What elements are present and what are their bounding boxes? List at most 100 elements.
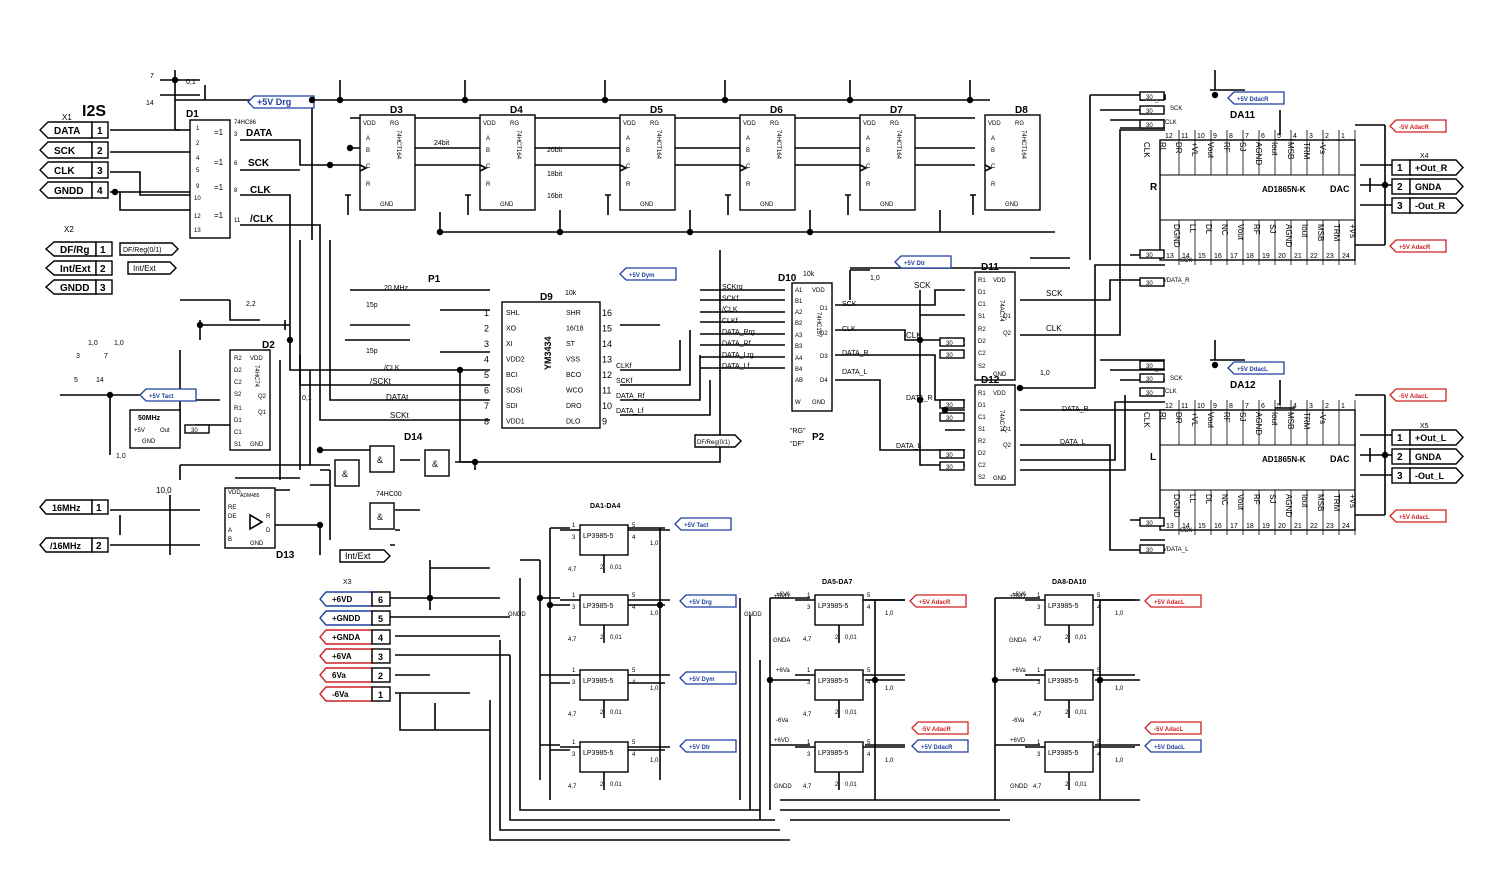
d4-taps: 24bit 20bit 18bit 16bit <box>434 140 562 200</box>
svg-text:B: B <box>746 148 750 154</box>
svg-text:23: 23 <box>1326 523 1334 530</box>
svg-text:D1: D1 <box>978 403 986 409</box>
svg-text:+6VA: +6VA <box>332 652 352 661</box>
svg-text:2: 2 <box>600 635 604 641</box>
resistor: 30 <box>1139 249 1165 259</box>
svg-text:RG: RG <box>390 121 399 127</box>
svg-text:C: C <box>866 164 871 170</box>
svg-text:1: 1 <box>1341 403 1345 410</box>
svg-text:4: 4 <box>1293 403 1297 410</box>
svg-text:VDD: VDD <box>228 490 241 496</box>
rail-tag-ddacl: +5V DdacL <box>1144 739 1202 753</box>
svg-text:5: 5 <box>867 668 871 674</box>
rail-tag-dym: +5V Dym <box>619 267 677 281</box>
svg-text:4,7: 4,7 <box>568 567 577 573</box>
svg-text:GNDD: GNDD <box>60 283 89 294</box>
d9-pin: VSS <box>566 357 580 364</box>
svg-text:3: 3 <box>234 132 238 138</box>
resistor: 30 <box>1139 119 1165 129</box>
x5-pin: 1+Out_L <box>1391 429 1464 446</box>
x1-ref: X1 <box>62 113 72 122</box>
svg-text:2: 2 <box>1325 403 1329 410</box>
svg-text:1: 1 <box>572 523 576 529</box>
svg-text:+5V Drg: +5V Drg <box>689 600 712 606</box>
svg-text:D1: D1 <box>978 290 986 296</box>
svg-text:+5V Dym: +5V Dym <box>689 677 715 683</box>
svg-text:YM3434: YM3434 <box>543 336 553 370</box>
svg-text:D6: D6 <box>770 105 783 116</box>
svg-text:SCKt: SCKt <box>390 411 409 420</box>
svg-text:C1: C1 <box>978 415 986 421</box>
svg-text:1: 1 <box>807 668 811 674</box>
svg-text:DF/Rg: DF/Rg <box>60 245 89 256</box>
svg-text:2: 2 <box>1397 182 1403 193</box>
svg-text:Q2: Q2 <box>258 394 267 400</box>
clk-pin: 16MHz 1 <box>39 499 109 515</box>
svg-text:P2: P2 <box>812 432 825 443</box>
d9-pin: WCO <box>566 388 584 395</box>
svg-text:74AC74: 74AC74 <box>998 300 1004 322</box>
d9-pin: 16/18 <box>566 326 584 333</box>
svg-text:+5V Dym: +5V Dym <box>629 273 655 279</box>
svg-text:SCK: SCK <box>1180 258 1192 264</box>
svg-text:R1: R1 <box>978 278 986 284</box>
svg-text:13: 13 <box>194 228 201 234</box>
svg-text:2: 2 <box>96 541 102 552</box>
svg-text:SCK: SCK <box>54 146 76 157</box>
d9-signal: SCKf <box>616 378 632 385</box>
svg-text:23: 23 <box>1326 253 1334 260</box>
svg-text:B2: B2 <box>795 321 803 327</box>
svg-text:MSB: MSB <box>1286 142 1295 159</box>
svg-text:DGND: DGND <box>1172 494 1181 518</box>
svg-text:P1: P1 <box>428 274 441 285</box>
svg-text:LP3985-5: LP3985-5 <box>583 750 613 757</box>
svg-text:-5V AdacL: -5V AdacL <box>1154 727 1183 733</box>
svg-text:5: 5 <box>632 593 636 599</box>
svg-text:22: 22 <box>1310 523 1318 530</box>
d9-pin: XI <box>506 341 513 348</box>
svg-text:1,0: 1,0 <box>885 686 894 692</box>
svg-text:1,0: 1,0 <box>114 340 124 347</box>
d9-pin: VDD2 <box>506 357 525 364</box>
svg-text:CLK: CLK <box>1165 120 1177 126</box>
svg-text:+Out_R: +Out_R <box>1415 163 1448 173</box>
svg-text:24: 24 <box>1342 253 1350 260</box>
d9-pin: SDSI <box>506 388 522 395</box>
svg-text:AB: AB <box>795 378 803 384</box>
svg-text:30: 30 <box>1146 253 1153 259</box>
svg-text:+5V DdacL: +5V DdacL <box>1237 367 1268 373</box>
svg-text:5: 5 <box>1097 740 1101 746</box>
d10-out-signal: DATA_L <box>842 369 868 376</box>
svg-text:RG: RG <box>650 121 659 127</box>
svg-text:17: 17 <box>1230 253 1238 260</box>
svg-text:DA12: DA12 <box>1230 380 1256 391</box>
resistor: 30 <box>1139 387 1165 397</box>
svg-text:16: 16 <box>1214 253 1222 260</box>
rail-tag-adacr_n: -5V AdacR <box>1389 119 1447 133</box>
svg-text:4: 4 <box>196 156 200 162</box>
svg-text:C2: C2 <box>978 463 986 469</box>
misc-labels: 7 14 0,1 3 5 7 14 1,0 1,0 1,0 2,2 0,1 10… <box>74 73 1192 563</box>
svg-text:Q1: Q1 <box>258 410 267 416</box>
svg-text:0,01: 0,01 <box>610 710 622 716</box>
svg-text:16bit: 16bit <box>547 193 562 200</box>
svg-text:RF: RF <box>1222 412 1231 423</box>
svg-text:C: C <box>486 164 491 170</box>
svg-text:SCK: SCK <box>914 281 931 290</box>
svg-text:9: 9 <box>1213 403 1217 410</box>
svg-text:3: 3 <box>807 605 811 611</box>
svg-text:SCK: SCK <box>248 158 270 169</box>
svg-text:7: 7 <box>1245 133 1249 140</box>
rail-tag-adacr_p: +5V AdacR <box>1389 239 1447 253</box>
svg-text:8: 8 <box>1229 403 1233 410</box>
svg-text:5: 5 <box>1097 668 1101 674</box>
d9-pin-num: 15 <box>602 324 612 334</box>
net-label: +6Va <box>1012 668 1026 674</box>
svg-text:&: & <box>377 455 383 465</box>
x4-pin: 3-Out_R <box>1391 197 1464 214</box>
